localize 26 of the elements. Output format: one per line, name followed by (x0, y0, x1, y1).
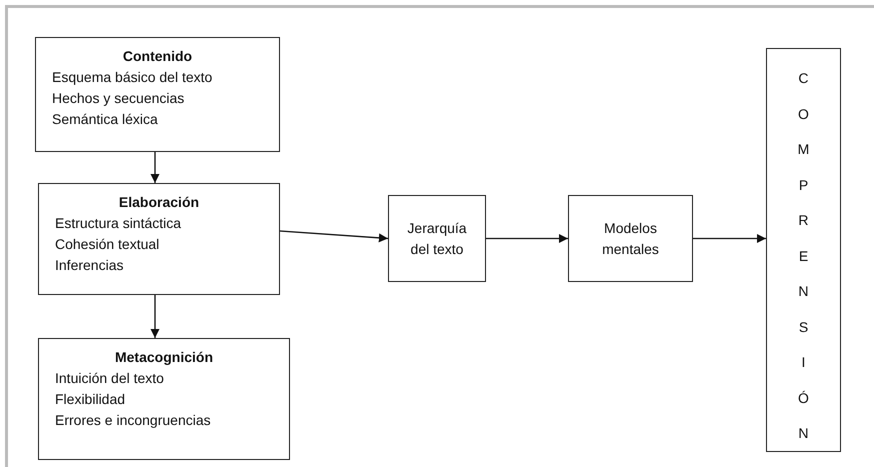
list-item: Cohesión textual (54, 235, 160, 254)
vertical-box (766, 48, 841, 452)
box-label: COMPRENSIÓN (798, 69, 810, 443)
process-box (388, 195, 486, 282)
process-box (38, 183, 280, 295)
list-item: Semántica léxica (51, 110, 159, 129)
process-box (38, 338, 290, 460)
list-item: Errores e incongruencias (54, 411, 212, 430)
box-heading: Contenido (122, 47, 194, 66)
box-heading: Metacognición (114, 348, 214, 367)
box-label: Modelos mentales (601, 218, 660, 258)
arrow (150, 152, 160, 183)
process-box (568, 195, 693, 282)
arrow (150, 295, 160, 338)
arrow (693, 234, 766, 244)
arrow (280, 230, 388, 242)
list-item: Flexibilidad (54, 390, 126, 409)
box-heading: Elaboración (118, 193, 200, 212)
box-label: Jerarquía del texto (406, 218, 468, 258)
list-item: Hechos y secuencias (51, 89, 186, 108)
list-item: Estructura sintáctica (54, 214, 182, 233)
list-item: Inferencias (54, 256, 124, 275)
list-item: Intuición del texto (54, 369, 165, 388)
process-box (35, 37, 280, 152)
arrow (486, 234, 568, 244)
list-item: Esquema básico del texto (51, 68, 214, 87)
